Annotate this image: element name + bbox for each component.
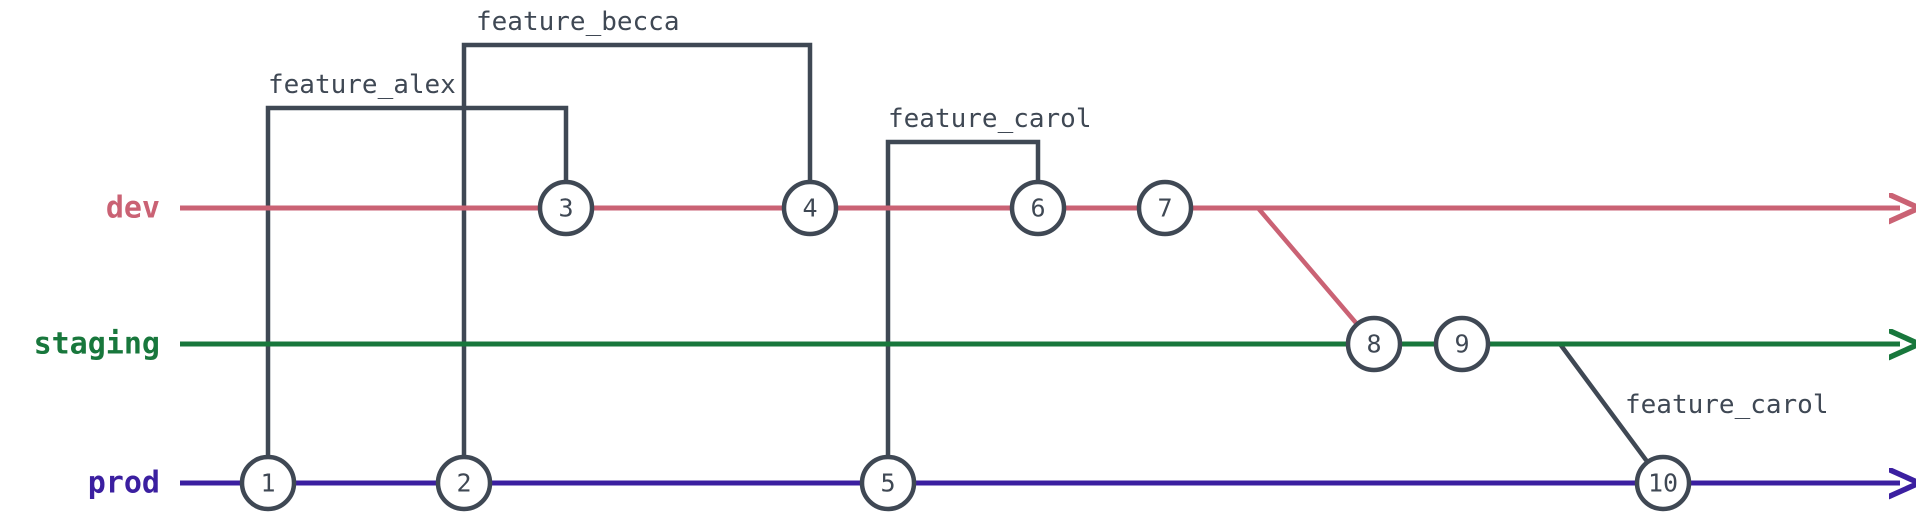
branch-path-feature_carol-4 [1557,341,1666,486]
branch-label-feature_alex: feature_alex [268,70,456,100]
branch-label-feature_carol: feature_carol [888,104,1092,134]
commit-node-4[interactable] [781,179,839,237]
commit-nodes-layer [239,179,1692,512]
commit-node-8[interactable] [1345,315,1403,373]
lane-label-staging: staging [33,326,160,362]
lane-label-prod: prod [87,465,160,501]
commit-node-6[interactable] [1009,179,1067,237]
commit-node-1[interactable] [239,454,297,512]
lane-lines-layer [180,208,1900,483]
commit-node-9[interactable] [1433,315,1491,373]
branch-path-feature_carol-2 [885,139,1041,486]
lane-label-dev: dev [105,190,160,226]
commit-node-5[interactable] [859,454,917,512]
branch-path-feature_alex-0 [265,105,569,486]
branch-label-feature_carol: feature_carol [1625,390,1829,420]
branch-path-feature_becca-1 [461,42,813,486]
commit-node-10[interactable] [1634,454,1692,512]
commit-node-7[interactable] [1136,179,1194,237]
branch-lines-layer [265,42,1666,486]
branch-label-feature_becca: feature_becca [476,7,680,37]
branch-path-merge-3 [1255,205,1377,347]
commit-node-3[interactable] [537,179,595,237]
commit-node-2[interactable] [435,454,493,512]
